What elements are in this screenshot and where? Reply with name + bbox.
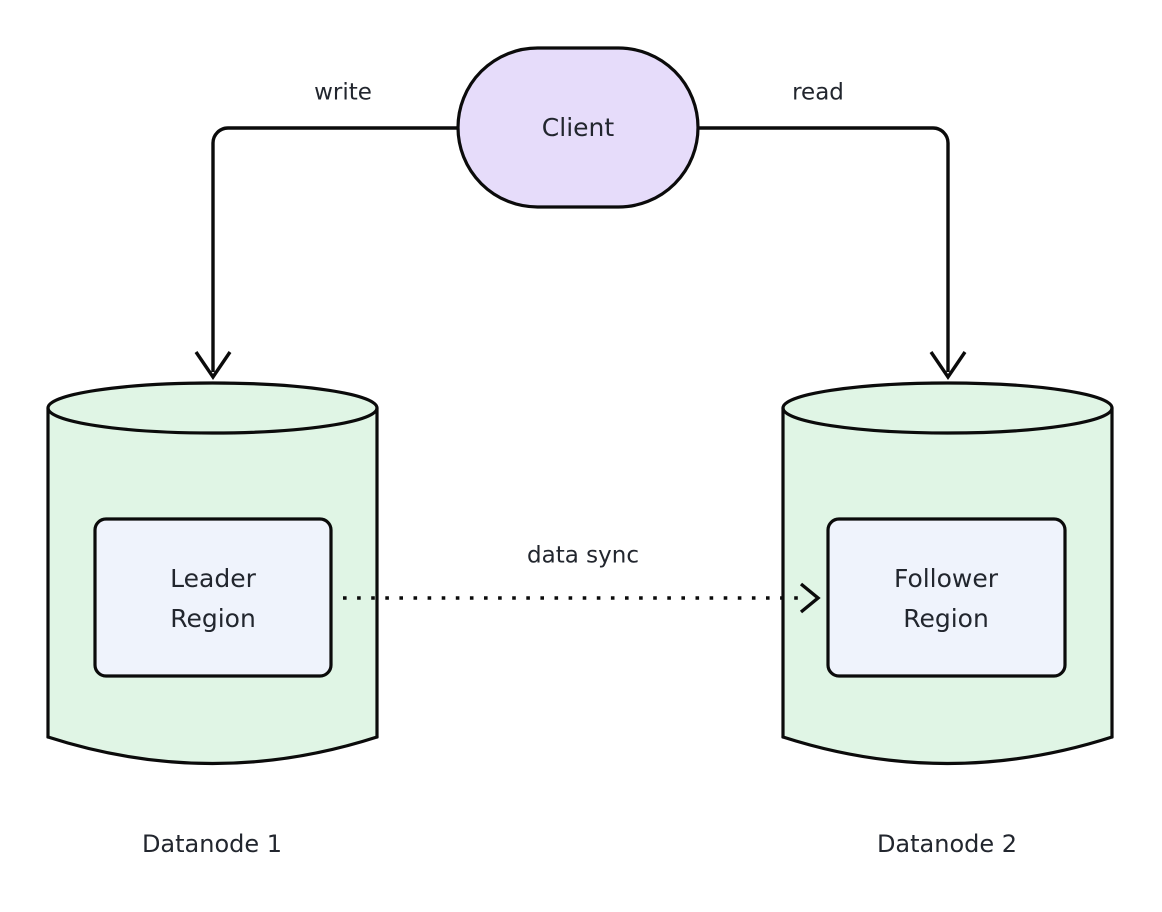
edge-read-arrowhead	[929, 351, 967, 381]
edge-data-sync-label: data sync	[527, 543, 639, 569]
client-label: Client	[542, 113, 615, 142]
edge-write: write	[194, 80, 458, 381]
follower-region-box	[826, 517, 1067, 678]
datanode2-caption: Datanode 2	[877, 830, 1017, 858]
leader-region-label-line1: Leader	[170, 564, 256, 593]
datanode1-cylinder-bottom	[46, 735, 379, 766]
client-shape	[456, 46, 700, 209]
edge-write-arrowhead	[194, 351, 232, 381]
datanode2-cylinder-bottom	[781, 735, 1114, 766]
edge-read: read	[698, 80, 967, 381]
leader-region-label-line2: Region	[170, 604, 256, 633]
datanode1-leader-region[interactable]: Leader Region	[93, 517, 333, 678]
leader-region-box	[93, 517, 333, 678]
datanode2-follower-region[interactable]: Follower Region	[826, 517, 1067, 678]
edge-write-label: write	[314, 80, 372, 106]
node-datanode1[interactable]: Leader Region Datanode 1	[46, 381, 379, 858]
edge-read-label: read	[792, 80, 844, 106]
datanode2-cylinder-top-fill	[783, 383, 1112, 433]
edge-write-line	[211, 126, 458, 372]
datanode1-cylinder-top-fill	[48, 383, 377, 433]
datanode1-cylinder-top	[46, 381, 379, 435]
follower-region-label-line2: Region	[903, 604, 989, 633]
follower-region-label-line1: Follower	[894, 564, 999, 593]
datanode1-caption: Datanode 1	[142, 830, 282, 858]
datanode2-cylinder-top	[781, 381, 1114, 435]
node-client[interactable]: Client	[456, 46, 700, 209]
edge-read-line	[698, 126, 950, 372]
edge-data-sync: data sync	[343, 543, 821, 614]
edge-data-sync-arrowhead	[799, 582, 821, 614]
node-datanode2[interactable]: Follower Region Datanode 2	[781, 381, 1114, 858]
